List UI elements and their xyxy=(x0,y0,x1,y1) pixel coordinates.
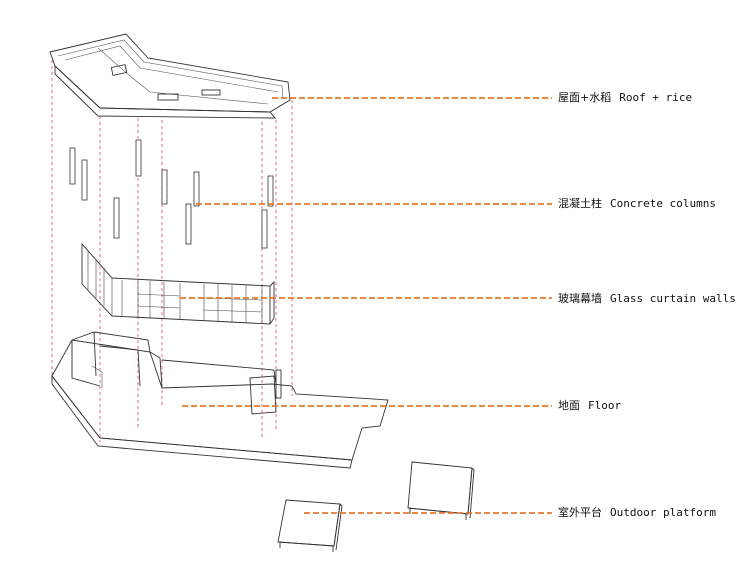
glass-layer xyxy=(81,242,275,325)
label-roof: 屋面+水稻 Roof + rice xyxy=(558,91,692,105)
label-columns-cn: 混凝土柱 xyxy=(558,197,602,210)
label-platform: 室外平台 Outdoor platform xyxy=(558,506,716,520)
label-columns: 混凝土柱 Concrete columns xyxy=(558,197,716,211)
roof-layer xyxy=(49,33,291,119)
label-roof-en: Roof + rice xyxy=(619,91,693,104)
label-floor-cn: 地面 xyxy=(558,399,580,412)
floor-layer xyxy=(51,331,389,469)
label-glass-en: Glass curtain walls xyxy=(610,292,736,305)
label-platform-cn: 室外平台 xyxy=(558,506,602,519)
label-platform-en: Outdoor platform xyxy=(610,506,716,519)
label-roof-cn: 屋面+水稻 xyxy=(558,91,612,104)
label-floor: 地面 Floor xyxy=(558,399,621,413)
platform-layer xyxy=(277,461,475,552)
leader-lines xyxy=(180,97,552,514)
label-columns-en: Concrete columns xyxy=(610,197,716,210)
label-floor-en: Floor xyxy=(588,399,622,412)
columns-layer xyxy=(69,139,274,249)
label-glass: 玻璃幕墙 Glass curtain walls xyxy=(558,292,736,306)
label-glass-cn: 玻璃幕墙 xyxy=(558,292,602,305)
